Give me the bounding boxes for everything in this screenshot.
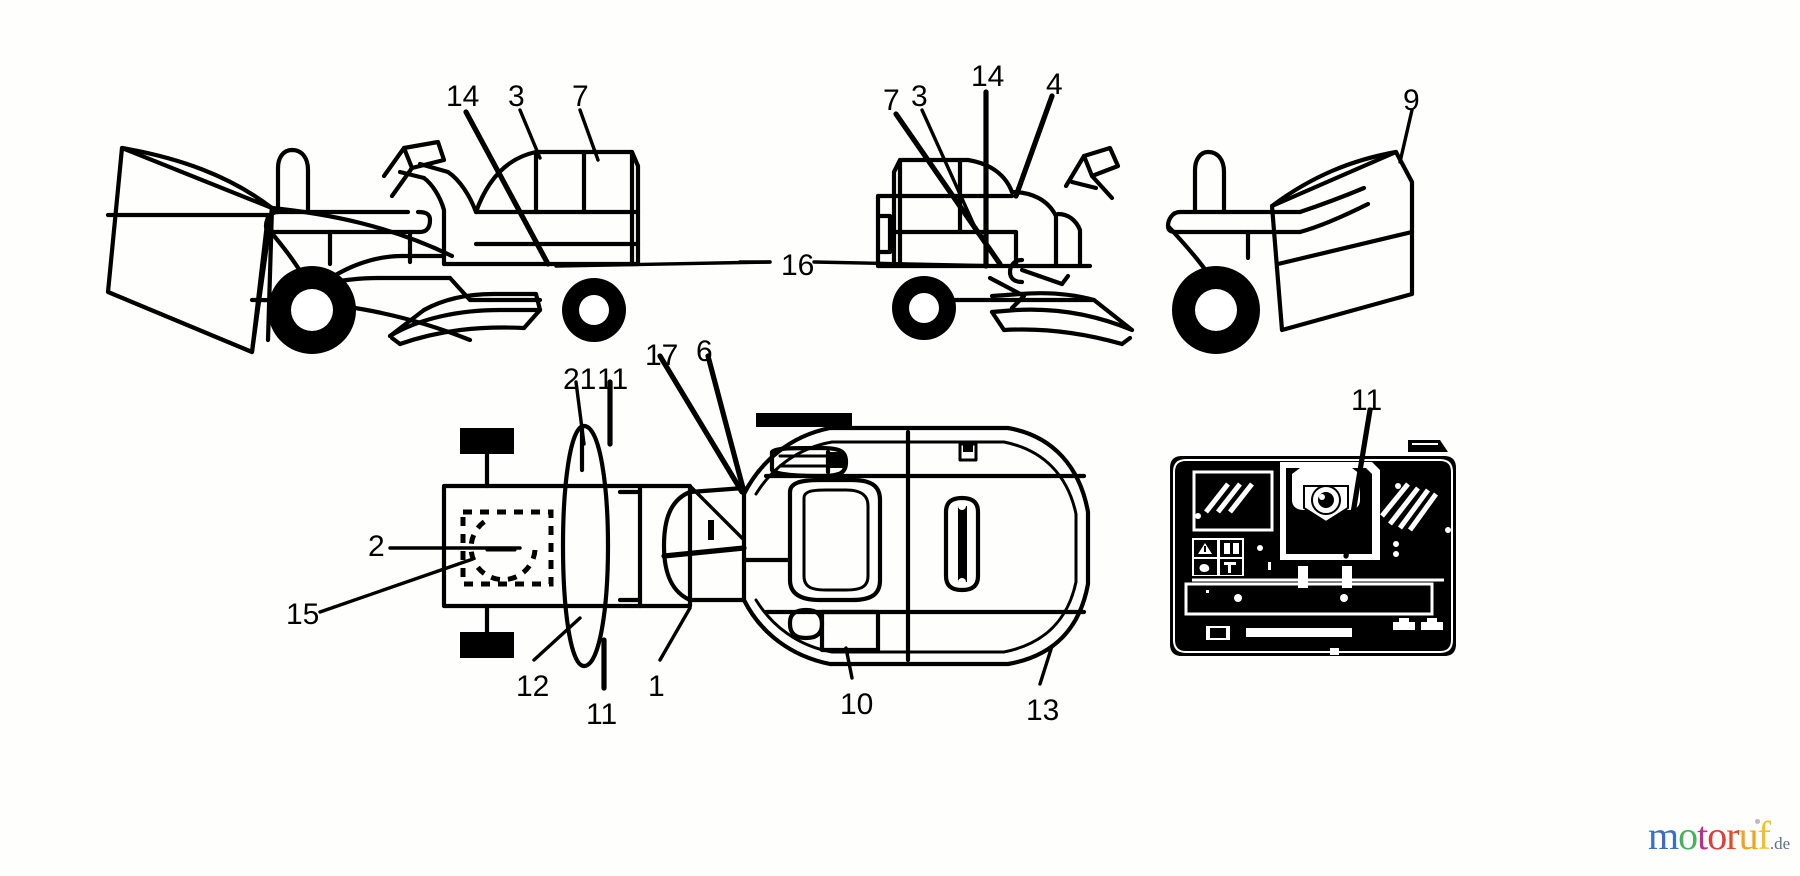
- logo-letter-r: r: [1726, 813, 1739, 858]
- callout-16: 16: [781, 249, 815, 282]
- logo-letter-o2: o: [1707, 813, 1727, 858]
- callout-4: 4: [1046, 68, 1063, 101]
- callout-1: 1: [648, 670, 665, 703]
- callout-11-bottom: 11: [586, 698, 618, 731]
- logo-letter-u: u: [1738, 813, 1759, 858]
- callout-17: 17: [645, 339, 679, 372]
- callout-12: 12: [516, 670, 550, 703]
- callout-7-right: 7: [883, 84, 900, 117]
- callout-6: 6: [696, 335, 713, 368]
- callout-21: 21: [563, 363, 597, 396]
- top-view-art: [318, 353, 1091, 691]
- callout-2: 2: [368, 530, 385, 563]
- logo-letter-m: m: [1648, 813, 1679, 858]
- callout-14-right: 14: [971, 60, 1005, 93]
- callout-11-panel: 11: [1351, 384, 1383, 417]
- callout-7-left: 7: [572, 80, 589, 113]
- callout-14-left: 14: [446, 80, 480, 113]
- left-side-view-art: [105, 108, 772, 355]
- logo-letter-t: t: [1697, 813, 1708, 858]
- control-panel-decal-art: [1170, 407, 1456, 656]
- logo-letter-f: f: [1757, 813, 1771, 858]
- right-side-view-art: [738, 89, 1415, 354]
- callout-13: 13: [1026, 694, 1060, 727]
- logo-tld: .de: [1769, 834, 1791, 853]
- motoruf-logo: motoruf.de: [1648, 816, 1790, 856]
- logo-dot: [1755, 819, 1760, 824]
- callout-10: 10: [840, 688, 874, 721]
- callout-9: 9: [1403, 84, 1420, 117]
- callout-3-left: 3: [508, 80, 525, 113]
- callout-15: 15: [286, 598, 320, 631]
- callout-3-right: 3: [911, 80, 928, 113]
- logo-letter-o1: o: [1678, 813, 1698, 858]
- callout-11-top: 11: [597, 363, 629, 396]
